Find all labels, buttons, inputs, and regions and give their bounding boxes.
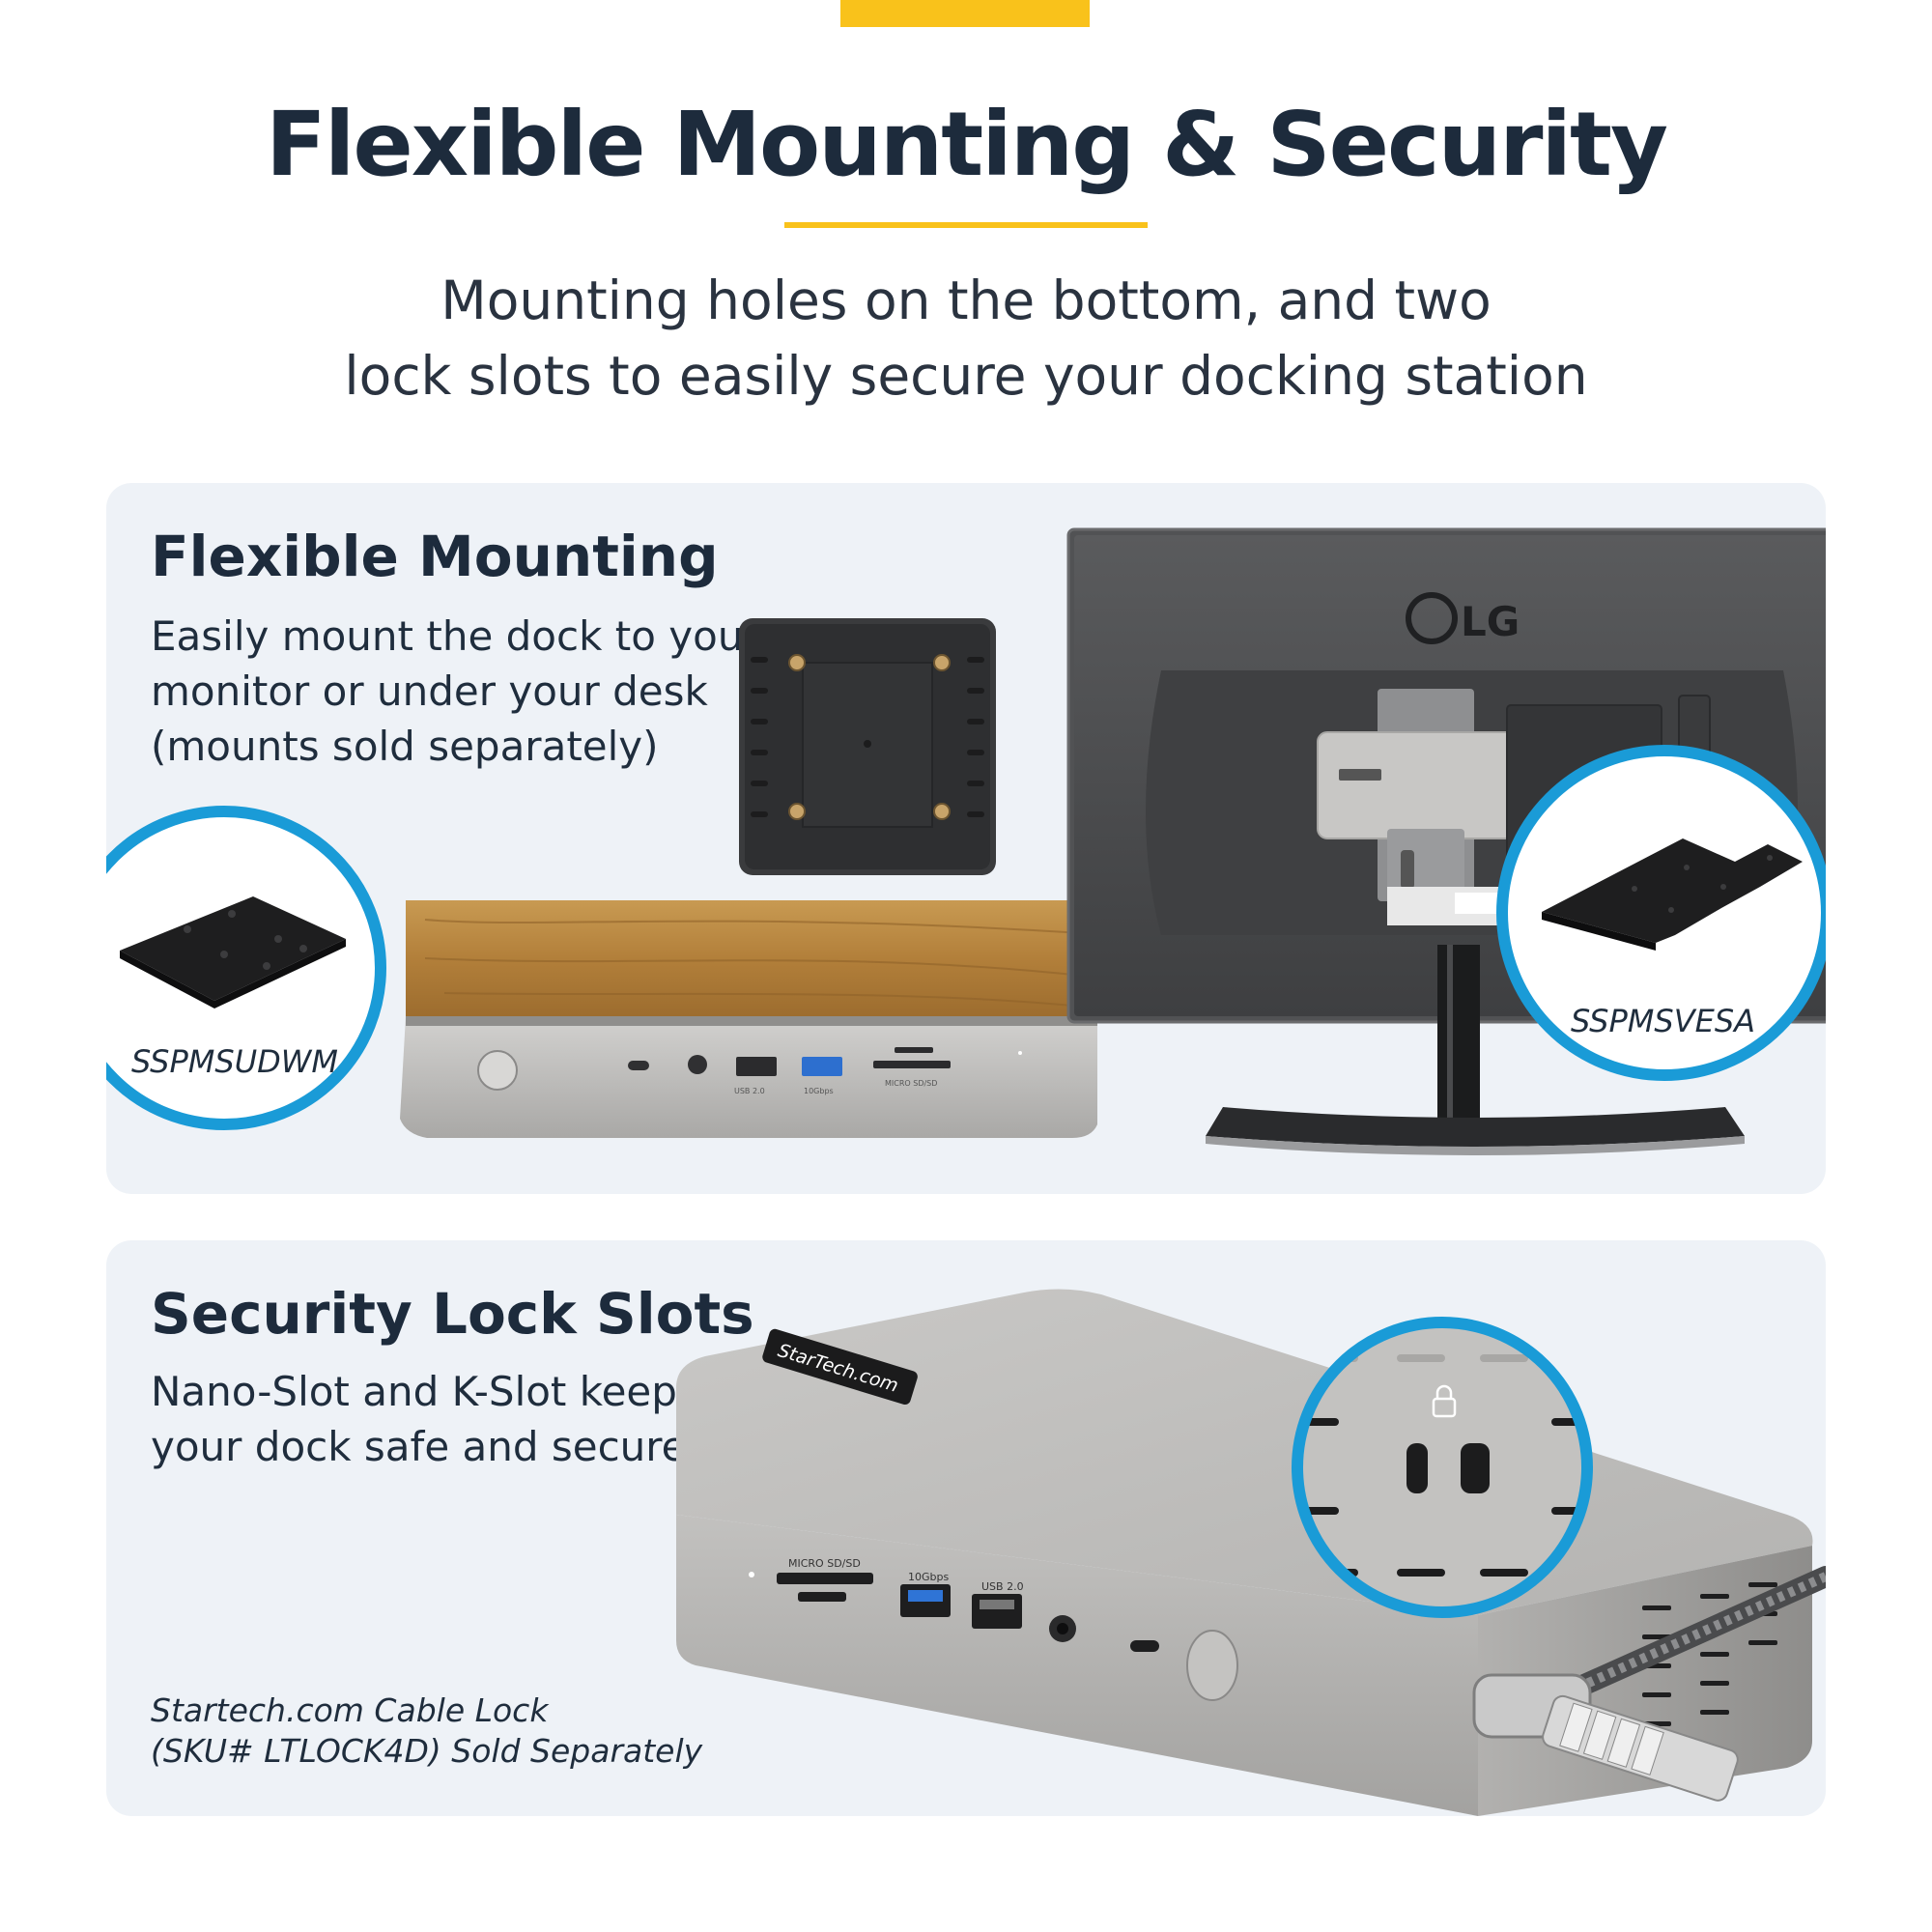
- lock-slots-zoom-callout: [1292, 1317, 1593, 1618]
- security-port-label-sd: MICRO SD/SD: [788, 1557, 861, 1570]
- security-port-label-usb2: USB 2.0: [981, 1580, 1024, 1593]
- monitor-brand-logo: LG: [1461, 598, 1520, 645]
- security-desc-line-1: Nano-Slot and K-Slot keep: [151, 1368, 677, 1415]
- under-desk-port-label-sd: MICRO SD/SD: [885, 1079, 937, 1088]
- security-desc-line-2: your dock safe and secure: [151, 1423, 687, 1470]
- cable-lock-caption: Startech.com Cable Lock (SKU# LTLOCK4D) …: [151, 1690, 702, 1772]
- subtitle-line-2: lock slots to easily secure your docking…: [344, 345, 1588, 407]
- under-desk-sku-label: SSPMSUDWM: [131, 1043, 339, 1080]
- dock-bottom-mounting-holes-image: [739, 618, 996, 875]
- security-lock-panel: Security Lock Slots Nano-Slot and K-Slot…: [106, 1240, 1826, 1816]
- mounting-desc-line-3: (mounts sold separately): [151, 723, 659, 770]
- mounting-description: Easily mount the dock to your monitor or…: [151, 609, 760, 774]
- mounting-desc-line-2: monitor or under your desk: [151, 668, 708, 715]
- under-desk-mount-callout: [106, 806, 386, 1130]
- vesa-mount-callout: [1496, 745, 1826, 1081]
- under-desk-dock-image: USB 2.0 10Gbps MICRO SD/SD: [400, 900, 1097, 1138]
- mounting-heading: Flexible Mounting: [151, 524, 719, 589]
- flexible-mounting-panel: Flexible Mounting Easily mount the dock …: [106, 483, 1826, 1194]
- under-desk-port-label-10gbps: 10Gbps: [804, 1087, 834, 1095]
- vesa-sku-label: SSPMSVESA: [1571, 1003, 1756, 1039]
- under-desk-port-label-usb2: USB 2.0: [734, 1087, 765, 1095]
- page-title: Flexible Mounting & Security: [266, 93, 1668, 196]
- page-subtitle: Mounting holes on the bottom, and two lo…: [290, 263, 1642, 413]
- subtitle-line-1: Mounting holes on the bottom, and two: [440, 270, 1492, 331]
- mounting-desc-line-1: Easily mount the dock to your: [151, 612, 760, 660]
- top-accent-bar: [840, 0, 1090, 27]
- security-heading: Security Lock Slots: [151, 1281, 754, 1347]
- security-description: Nano-Slot and K-Slot keep your dock safe…: [151, 1364, 687, 1474]
- dock-with-cable-lock-image: StarTech.com MICRO SD/SD 10Gbps USB 2.0: [676, 1289, 1826, 1816]
- security-port-label-10gbps: 10Gbps: [908, 1571, 949, 1583]
- cable-lock-caption-line-1: Startech.com Cable Lock: [151, 1691, 549, 1729]
- cable-lock-caption-line-2: (SKU# LTLOCK4D) Sold Separately: [151, 1732, 703, 1770]
- title-underline: [784, 222, 1148, 228]
